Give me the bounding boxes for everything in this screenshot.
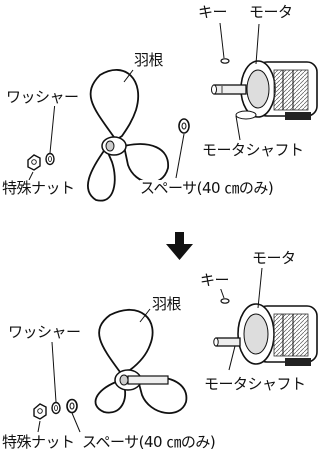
upper-key-label: キー (198, 3, 228, 21)
upper-spacer-label: スペーサ(40 ㎝のみ) (140, 179, 274, 197)
lower-nut-drawing (33, 403, 47, 420)
upper-blade-label: 羽根 (134, 51, 164, 69)
upper-nut-drawing (27, 154, 41, 171)
upper-nut-label: 特殊ナット (2, 179, 75, 197)
lower-nut-label: 特殊ナット (2, 433, 75, 451)
upper-key-drawing (220, 58, 230, 64)
down-arrow-icon (166, 232, 193, 260)
lower-shaft-label: モータシャフト (204, 375, 306, 393)
upper-blade-drawing (87, 69, 169, 202)
lower-key-label: キー (200, 271, 230, 289)
lower-shaft-drawing (213, 337, 241, 347)
upper-shaft-label: モータシャフト (202, 141, 304, 159)
upper-assembly (27, 22, 318, 202)
lower-spacer-label: スペーサ(40 ㎝のみ) (82, 433, 216, 451)
upper-motor-drawing (235, 60, 318, 120)
lower-leader-lines (37, 267, 263, 433)
lower-washer-label: ワッシャー (8, 323, 81, 341)
lower-key-drawing (220, 298, 230, 304)
lower-blade-label: 羽根 (152, 295, 182, 313)
lower-motor-label: モータ (252, 249, 296, 267)
upper-motor-label: モータ (249, 3, 293, 21)
upper-leader-lines (28, 22, 260, 181)
lower-blade-drawing (94, 309, 188, 414)
lower-motor-drawing (237, 303, 318, 366)
upper-washer-label: ワッシャー (6, 88, 79, 106)
upper-shaft-drawing (211, 84, 247, 95)
lower-assembly (33, 267, 318, 433)
